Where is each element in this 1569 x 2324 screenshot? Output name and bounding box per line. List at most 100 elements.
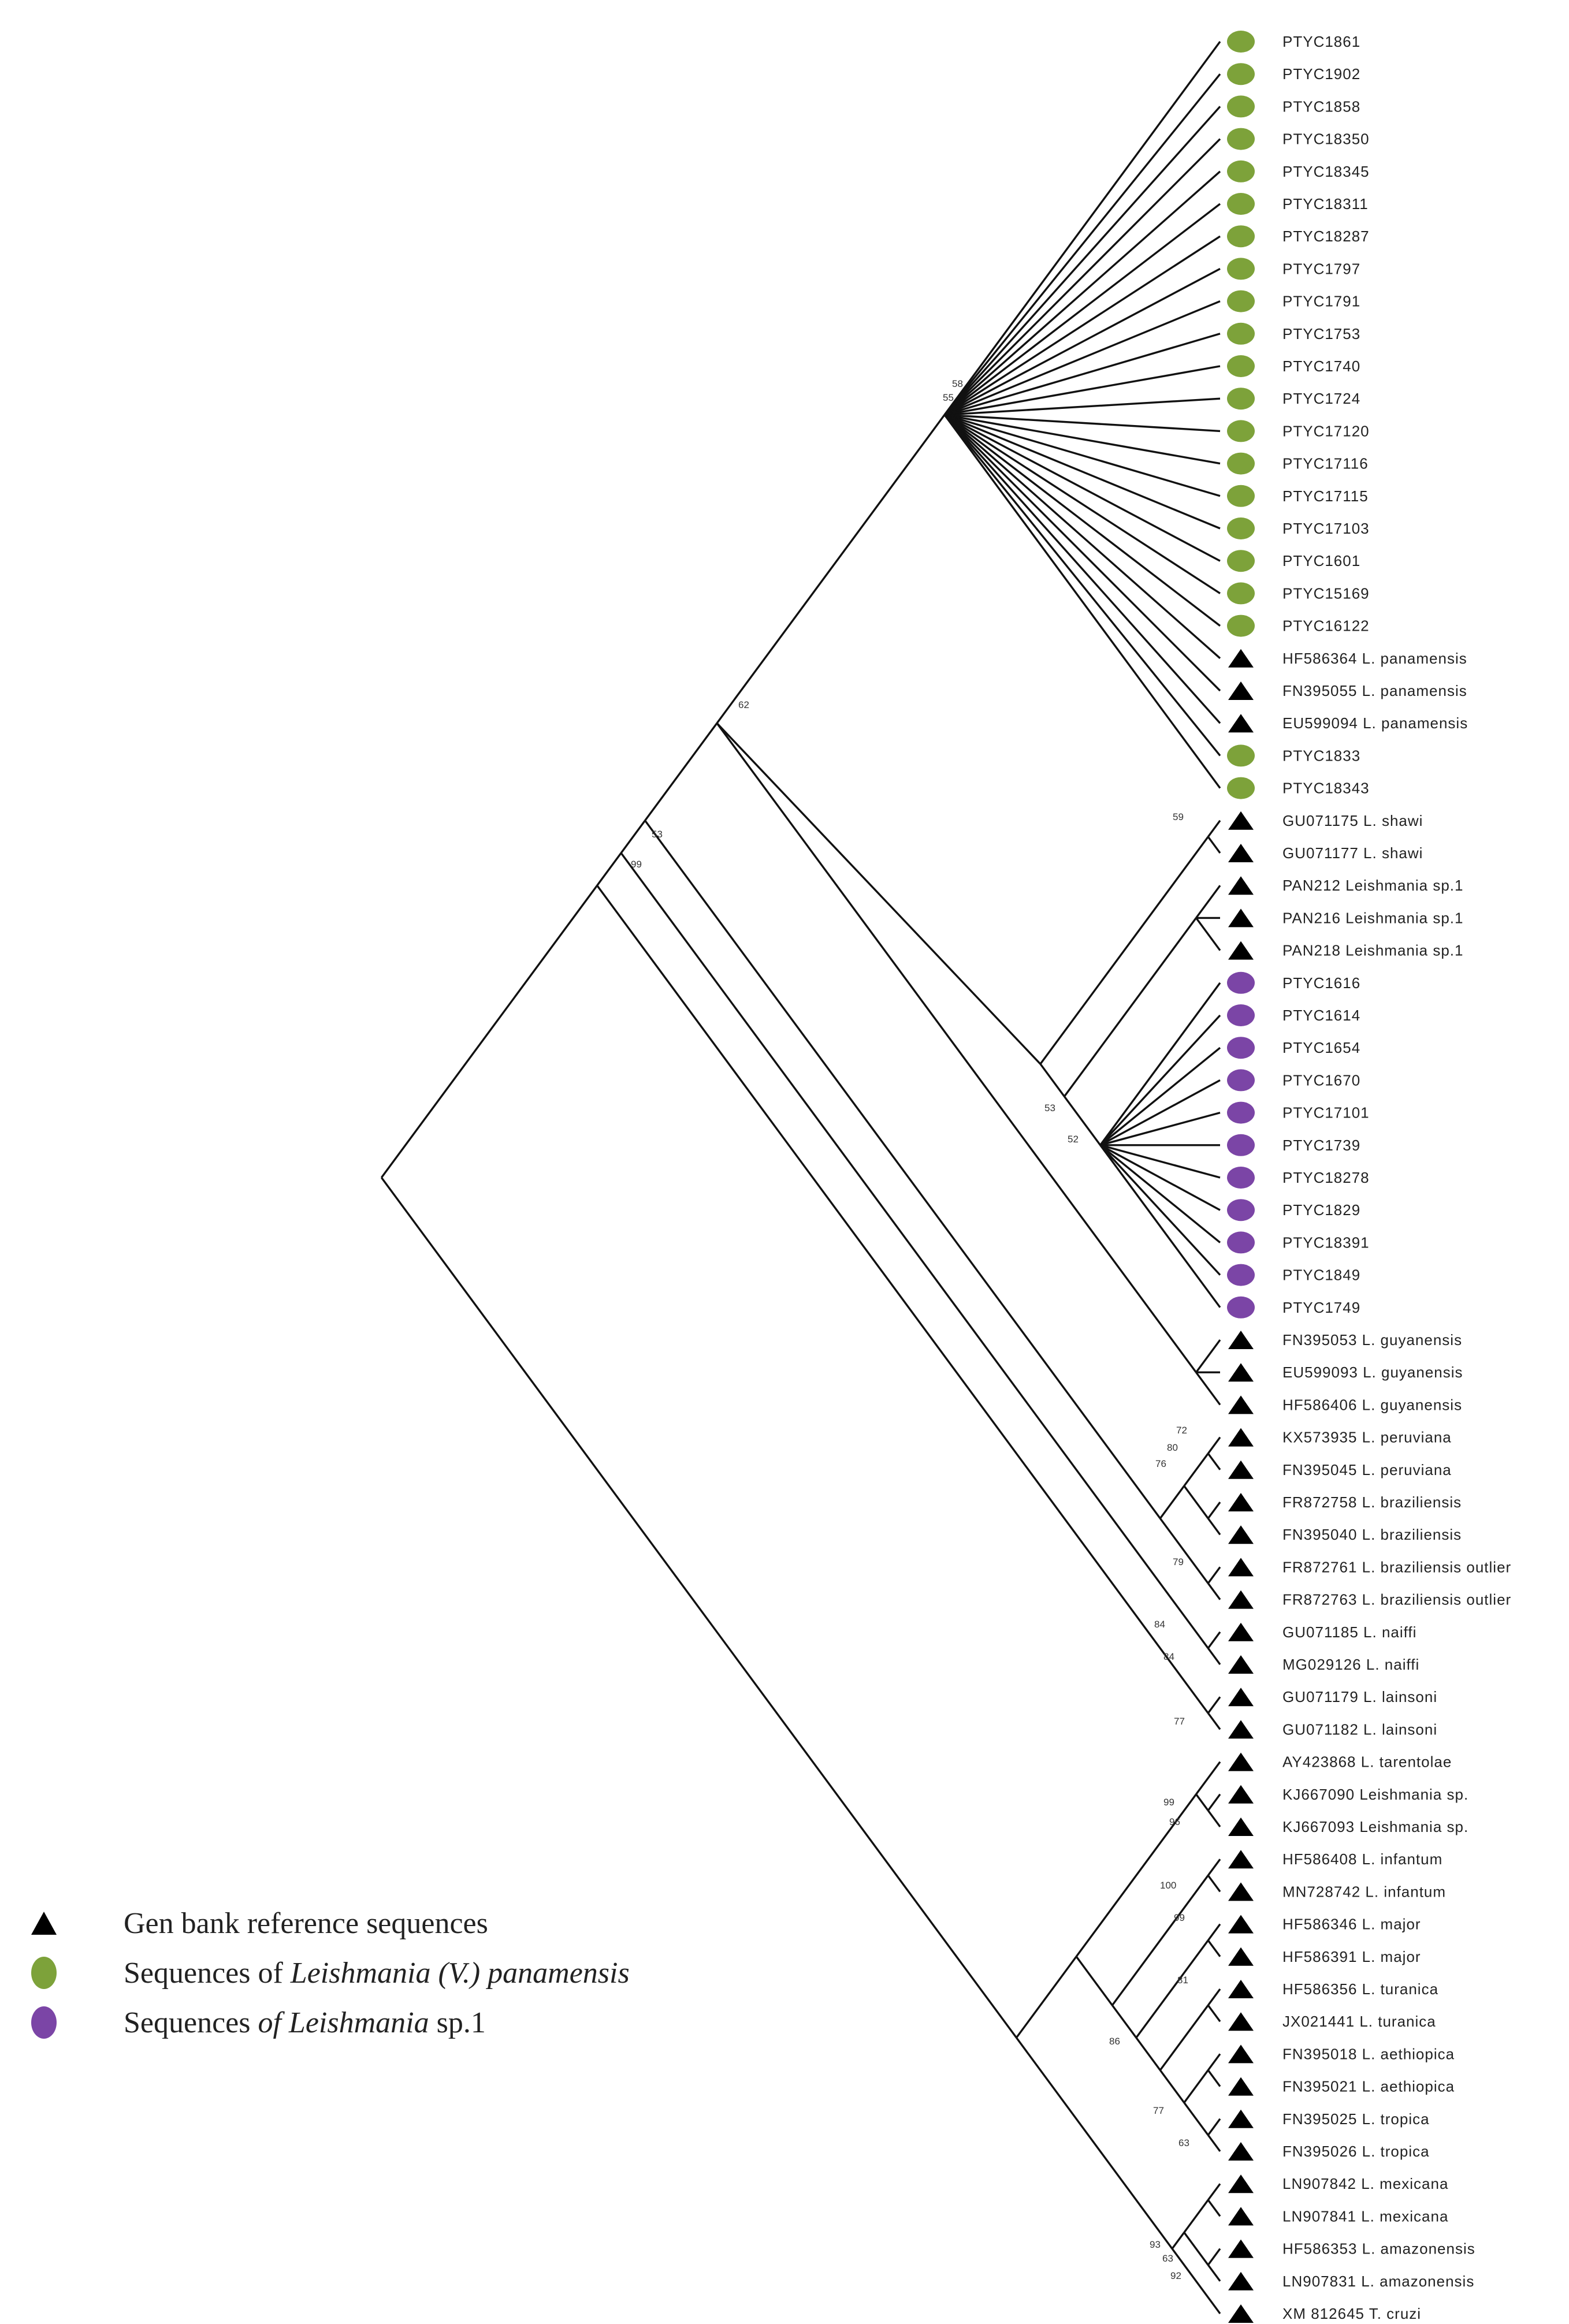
tip-triangle: FR872763 L. braziliensis outlier: [1228, 1590, 1511, 1609]
branch-line: [1100, 1144, 1221, 1179]
taxon-label: FR872763 L. braziliensis outlier: [1282, 1591, 1511, 1608]
branch-line: [1207, 2069, 1221, 2087]
support-value-leishmania-subgenus: 86: [1109, 2036, 1120, 2047]
taxon-label: FN395053 L. guyanensis: [1282, 1331, 1462, 1349]
branch-line: [1195, 1793, 1209, 1811]
black-triangle-icon: [1228, 1752, 1254, 1771]
tip-green: PTYC18287: [1227, 225, 1369, 248]
branch-line: [943, 203, 1221, 416]
branch-line: [944, 365, 1221, 416]
branch-line: [1195, 885, 1221, 919]
green-oval-icon: [1227, 225, 1255, 248]
branch-line: [1207, 1988, 1221, 2006]
support-value-tropica: 63: [1178, 2137, 1189, 2148]
support-value-aethiopica-tropica: 77: [1153, 2105, 1164, 2116]
tip-triangle: GU071185 L. naiffi: [1228, 1622, 1416, 1641]
tip-green: PTYC15169: [1227, 582, 1369, 605]
taxon-label: PAN218 Leishmania sp.1: [1282, 942, 1463, 959]
branch-line: [943, 170, 1221, 416]
taxon-label: PTYC1753: [1282, 325, 1360, 342]
branch-line: [1075, 1956, 1113, 2006]
black-triangle-icon: [1228, 681, 1254, 700]
taxon-label: FN395025 L. tropica: [1282, 2110, 1430, 2128]
black-triangle-icon: [1228, 1558, 1254, 1577]
support-value-mexicana: 63: [1162, 2253, 1173, 2264]
legend-label-reference: Gen bank reference sequences: [124, 1906, 488, 1940]
taxon-label: MG029126 L. naiffi: [1282, 1656, 1419, 1673]
tip-green: PTYC17120: [1227, 420, 1369, 442]
branch-line: [1099, 1144, 1221, 1211]
taxon-label: PTYC17116: [1282, 455, 1369, 472]
branch-line: [1207, 1647, 1221, 1666]
taxon-label: JX021441 L. turanica: [1282, 2013, 1436, 2030]
tip-triangle: PAN212 Leishmania sp.1: [1228, 876, 1463, 895]
support-value-naiffi-group: 84: [1154, 1619, 1165, 1630]
green-oval-icon: [1227, 128, 1255, 150]
tip-triangle: EU599094 L. panamensis: [1228, 714, 1467, 733]
black-triangle-icon: [1228, 2044, 1254, 2064]
taxon-label: PTYC18345: [1282, 163, 1370, 180]
taxon-label: EU599093 L. guyanensis: [1282, 1364, 1463, 1381]
taxon-label: LN907831 L. amazonensis: [1282, 2273, 1474, 2290]
black-triangle-icon: [1228, 2304, 1254, 2323]
taxon-label: KX573935 L. peruviana: [1282, 1429, 1452, 1446]
support-value-mexicana-complex: 93: [1150, 2239, 1161, 2250]
tip-purple: PTYC1670: [1227, 1069, 1360, 1092]
taxon-label: PTYC18278: [1282, 1169, 1370, 1186]
taxon-label: GU071179 L. lainsoni: [1282, 1688, 1437, 1705]
black-triangle-icon: [1228, 876, 1254, 895]
tip-triangle: GU071175 L. shawi: [1228, 811, 1422, 830]
branch-line: [380, 885, 598, 1179]
taxon-label: AY423868 L. tarentolae: [1282, 1753, 1452, 1771]
tip-triangle: HF586391 L. major: [1228, 1947, 1421, 1966]
tip-triangle: FN395021 L. aethiopica: [1228, 2077, 1454, 2096]
branch-line: [1183, 2232, 1209, 2266]
branch-line: [944, 414, 1221, 497]
branch-line: [944, 235, 1221, 416]
support-value-amazonensis: 92: [1170, 2270, 1181, 2281]
branch-line: [644, 820, 1161, 1519]
taxon-label: PTYC1616: [1282, 974, 1360, 992]
black-triangle-icon: [1228, 1460, 1254, 1479]
branch-line: [944, 300, 1221, 416]
black-triangle-icon: [1228, 649, 1254, 668]
branch-line: [1207, 1939, 1221, 1957]
support-value-major: 99: [1174, 1912, 1185, 1923]
green-oval-icon: [1227, 517, 1255, 539]
taxon-label: PTYC18343: [1282, 780, 1370, 797]
support-value-naiffi: 84: [1163, 1651, 1174, 1662]
support-value-turanica: 81: [1177, 1975, 1188, 1986]
branch-line: [1099, 1079, 1221, 1146]
branch-line: [944, 414, 1221, 594]
green-oval-icon: [1227, 258, 1255, 280]
black-triangle-icon: [1228, 1525, 1254, 1544]
branch-line: [1207, 1631, 1221, 1649]
branch-line: [1207, 2183, 1221, 2201]
tip-triangle: HF586406 L. guyanensis: [1228, 1395, 1462, 1414]
taxon-label: PTYC18391: [1282, 1234, 1370, 1251]
branch-line: [944, 414, 1221, 465]
taxon-label: HF586353 L. amazonensis: [1282, 2240, 1475, 2258]
green-oval-icon: [1227, 290, 1255, 312]
branch-line: [943, 414, 1221, 627]
taxon-label: XM 812645 T. cruzi: [1282, 2305, 1421, 2322]
tip-triangle: PAN218 Leishmania sp.1: [1228, 941, 1463, 960]
support-value-braziliensis-outlier: 79: [1173, 1556, 1184, 1567]
tip-purple: PTYC18278: [1227, 1167, 1370, 1189]
legend-item-panamensis: Sequences of Leishmania (V.) panamensis: [28, 1950, 630, 1996]
branch-line: [1207, 1696, 1221, 1714]
branch-line: [1159, 2005, 1209, 2071]
taxon-label: KJ667090 Leishmania sp.: [1282, 1786, 1468, 1803]
purple-oval-icon: [28, 2006, 60, 2039]
branch-line: [1159, 2069, 1185, 2103]
branch-line: [380, 1176, 1017, 2039]
legend-label-sp1: Sequences of Leishmania sp.1: [124, 2006, 486, 2039]
taxon-label: FN395055 L. panamensis: [1282, 682, 1467, 699]
tip-triangle: FN395040 L. braziliensis: [1228, 1525, 1461, 1544]
green-oval-icon: [1227, 31, 1255, 53]
branch-line: [1099, 1014, 1221, 1146]
branch-line: [1207, 2134, 1221, 2152]
tip-green: PTYC1724: [1227, 388, 1360, 410]
taxon-label: PAN212 Leishmania sp.1: [1282, 877, 1463, 894]
taxon-label: PTYC1614: [1282, 1007, 1360, 1024]
